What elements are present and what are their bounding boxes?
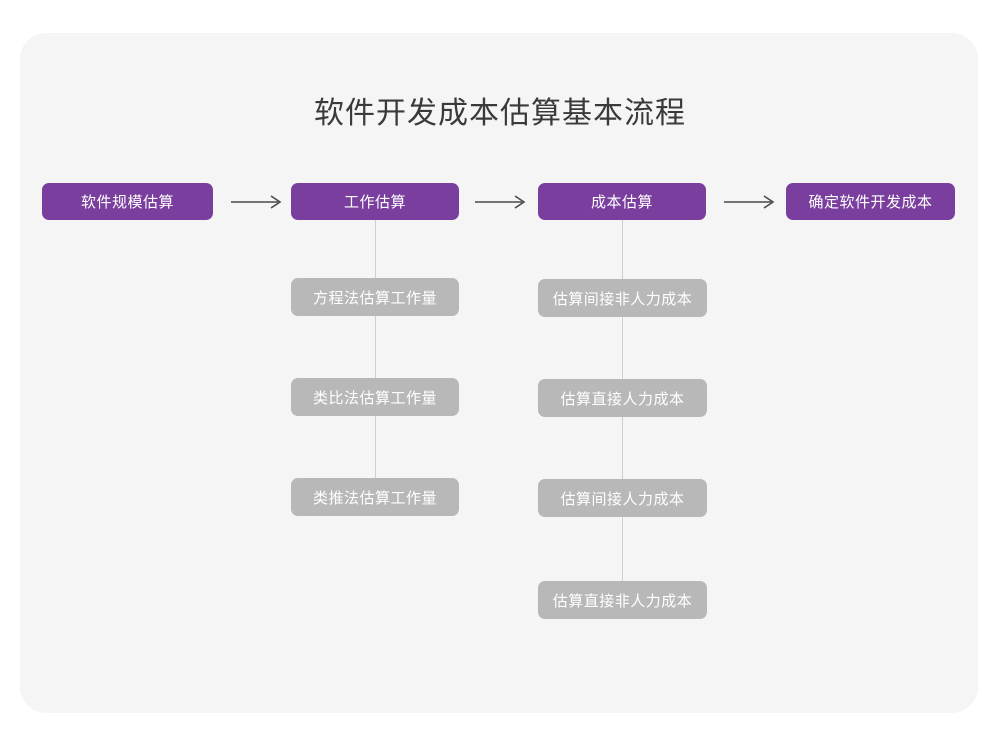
node-label: 估算间接人力成本 bbox=[560, 490, 685, 508]
node-label: 成本估算 bbox=[590, 194, 653, 211]
node-branch-1-item-3[interactable]: 类推法估算工作量 bbox=[291, 478, 459, 516]
node-label: 估算直接人力成本 bbox=[560, 390, 685, 408]
node-label: 工作估算 bbox=[343, 194, 406, 211]
node-branch-1-item-2[interactable]: 类比法估算工作量 bbox=[291, 378, 459, 416]
arrow-right-icon-3 bbox=[721, 193, 781, 211]
connector-line-branch-2 bbox=[622, 220, 623, 619]
node-main-step-2[interactable]: 工作估算 bbox=[291, 183, 459, 220]
connector-line-branch-1 bbox=[375, 220, 376, 516]
arrow-right-icon-1 bbox=[228, 193, 288, 211]
node-main-step-4[interactable]: 确定软件开发成本 bbox=[786, 183, 955, 220]
node-main-step-1[interactable]: 软件规模估算 bbox=[42, 183, 213, 220]
node-branch-2-item-3[interactable]: 估算间接人力成本 bbox=[538, 479, 707, 517]
node-label: 软件规模估算 bbox=[80, 194, 174, 211]
node-label: 估算间接非人力成本 bbox=[552, 290, 693, 308]
node-branch-2-item-4[interactable]: 估算直接非人力成本 bbox=[538, 581, 707, 619]
node-label: 确定软件开发成本 bbox=[808, 194, 933, 211]
node-main-step-3[interactable]: 成本估算 bbox=[538, 183, 706, 220]
node-branch-2-item-1[interactable]: 估算间接非人力成本 bbox=[538, 279, 707, 317]
node-branch-1-item-1[interactable]: 方程法估算工作量 bbox=[291, 278, 459, 316]
content-card bbox=[20, 33, 978, 713]
arrow-right-icon-2 bbox=[472, 193, 532, 211]
node-branch-2-item-2[interactable]: 估算直接人力成本 bbox=[538, 379, 707, 417]
node-label: 估算直接非人力成本 bbox=[552, 592, 693, 610]
node-label: 类比法估算工作量 bbox=[312, 389, 437, 407]
node-label: 类推法估算工作量 bbox=[312, 489, 437, 507]
page-title: 软件开发成本估算基本流程 bbox=[314, 97, 686, 130]
node-label: 方程法估算工作量 bbox=[312, 289, 437, 307]
